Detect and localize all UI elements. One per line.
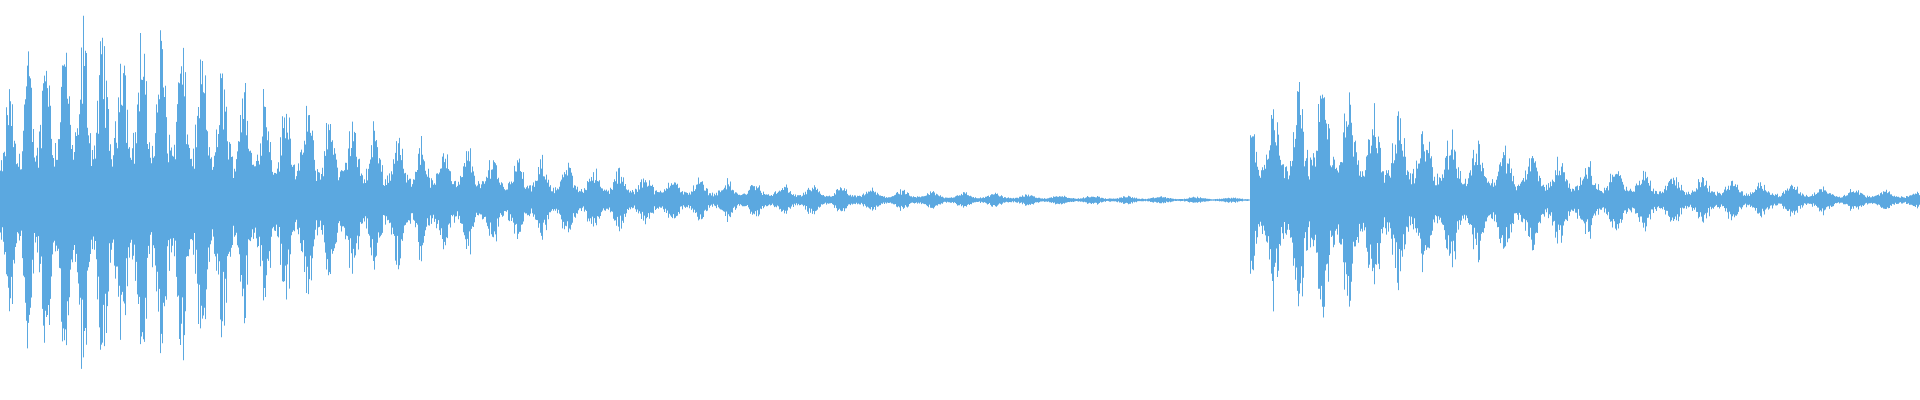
waveform-strokes [0,15,1920,369]
